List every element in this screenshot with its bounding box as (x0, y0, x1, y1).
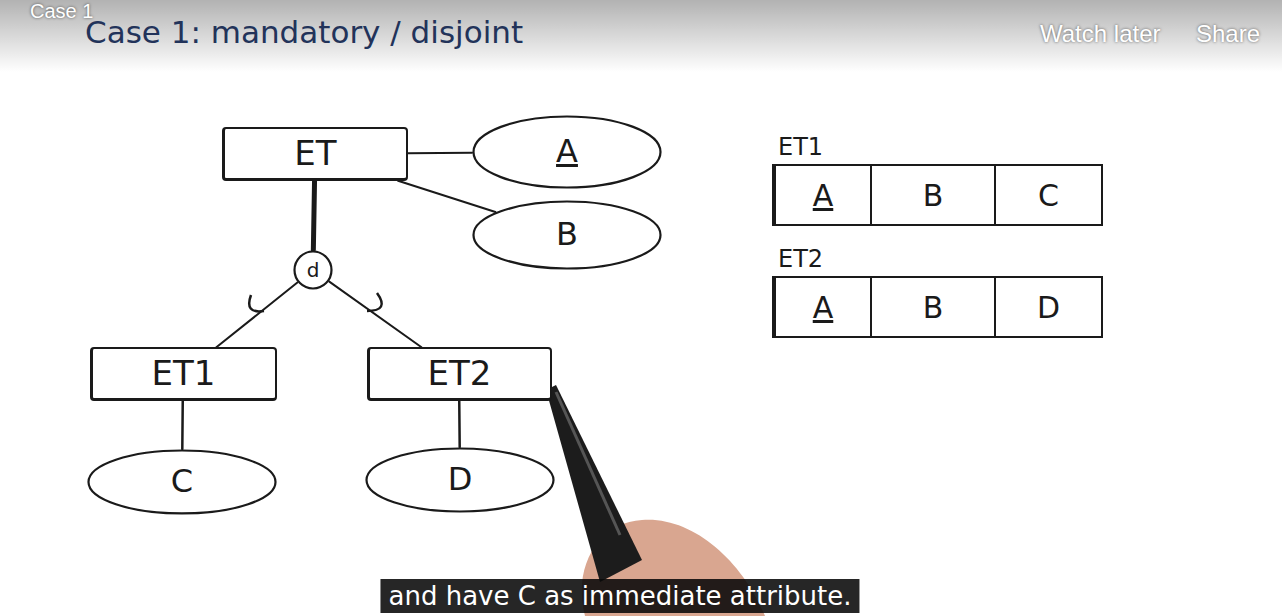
attribute-ellipse: C (87, 449, 277, 515)
node-text: A (556, 134, 578, 169)
pen-highlight (556, 392, 620, 535)
node-text: ET2 (428, 355, 492, 392)
table-cell: A (776, 278, 872, 336)
player-button: Share (1196, 20, 1260, 48)
slide-title: Case 1: mandatory / disjoint (85, 14, 523, 50)
node-text: C (171, 464, 193, 499)
connector (329, 282, 421, 348)
attribute-ellipse: D (365, 447, 555, 513)
table-cell: B (872, 278, 996, 336)
ellipse-outline (474, 202, 661, 269)
node-text: D (448, 462, 473, 497)
table-cell: C (996, 166, 1101, 224)
subset-symbol (249, 295, 264, 311)
connector (458, 401, 461, 447)
ellipse-outline (474, 117, 661, 188)
connector (408, 152, 472, 155)
ellipse-outline (295, 252, 332, 289)
key-attribute-ellipse: A (472, 115, 662, 189)
table-row: ABC (772, 164, 1103, 226)
relation-table: ET1ABC (772, 133, 1103, 226)
node-text: d (307, 259, 320, 281)
table-row: ABD (772, 276, 1103, 338)
video-title: Case 1 (30, 0, 93, 23)
table-cell: A (776, 166, 872, 224)
subset-symbol (367, 293, 382, 311)
entity-box: ET (222, 127, 408, 180)
relation-table: ET2ABD (772, 245, 1103, 338)
subtitle-caption: and have C as immediate attribute. (380, 579, 859, 613)
connector (313, 181, 314, 250)
table-name: ET1 (778, 133, 1103, 161)
node-text: ET (294, 135, 336, 172)
connector (216, 282, 297, 347)
subclass-box: ET2 (367, 347, 552, 400)
disjoint-circle: d (293, 250, 333, 290)
table-cell: D (996, 278, 1101, 336)
player-button: Watch later (1040, 20, 1160, 48)
connector (398, 181, 495, 212)
node-text: ET1 (152, 355, 216, 392)
subclass-box: ET1 (90, 347, 277, 400)
ellipse-outline (367, 449, 554, 512)
connector (181, 401, 184, 449)
node-text: B (556, 217, 578, 252)
ellipse-outline (89, 451, 276, 514)
pen (546, 385, 642, 582)
table-name: ET2 (778, 245, 1103, 273)
attribute-ellipse: B (472, 200, 662, 270)
table-cell: B (872, 166, 996, 224)
